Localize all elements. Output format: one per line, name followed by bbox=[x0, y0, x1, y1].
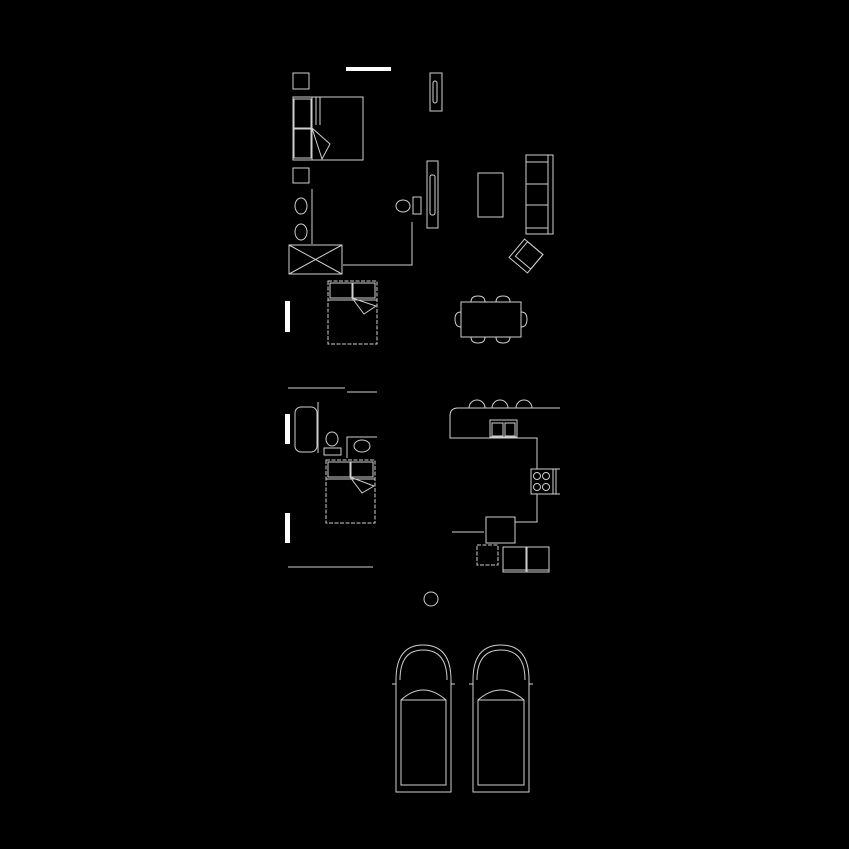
tv-console bbox=[426, 160, 439, 229]
bath-2 bbox=[294, 406, 377, 458]
bar-stool bbox=[515, 399, 533, 409]
bar-stool bbox=[468, 399, 486, 409]
living-area bbox=[426, 72, 554, 274]
master-bedroom bbox=[292, 72, 364, 184]
stove bbox=[530, 468, 560, 495]
walls bbox=[288, 387, 377, 568]
water-heater bbox=[423, 591, 439, 607]
sofa bbox=[525, 154, 554, 235]
car bbox=[469, 644, 533, 793]
pantry bbox=[476, 544, 499, 566]
nightstand bbox=[292, 72, 310, 90]
coffee-table bbox=[477, 172, 504, 218]
bed-double bbox=[327, 280, 378, 345]
toilet bbox=[395, 196, 422, 215]
window-left-1 bbox=[285, 301, 290, 332]
armchair bbox=[508, 238, 544, 274]
window-left-2 bbox=[285, 414, 290, 444]
bed-double bbox=[325, 459, 376, 524]
sink-basin bbox=[294, 197, 308, 215]
dryer bbox=[526, 546, 550, 573]
sink-basin bbox=[353, 439, 371, 453]
kitchen bbox=[449, 399, 560, 573]
window-left-3 bbox=[285, 513, 290, 543]
master-bath bbox=[288, 189, 422, 275]
dining-table bbox=[454, 295, 528, 344]
tv-console bbox=[429, 72, 443, 112]
toilet bbox=[323, 431, 342, 456]
bathtub bbox=[294, 406, 318, 453]
window-top bbox=[346, 67, 391, 71]
bed-queen bbox=[292, 96, 364, 161]
car bbox=[392, 644, 455, 793]
counter bbox=[449, 407, 560, 469]
windows bbox=[285, 67, 391, 543]
refrigerator bbox=[485, 516, 516, 544]
bar-stool bbox=[491, 399, 509, 409]
shower bbox=[288, 244, 343, 275]
washer bbox=[502, 546, 527, 573]
sink-basin bbox=[294, 223, 308, 241]
nightstand bbox=[292, 167, 310, 184]
kitchen-sink bbox=[489, 419, 518, 438]
